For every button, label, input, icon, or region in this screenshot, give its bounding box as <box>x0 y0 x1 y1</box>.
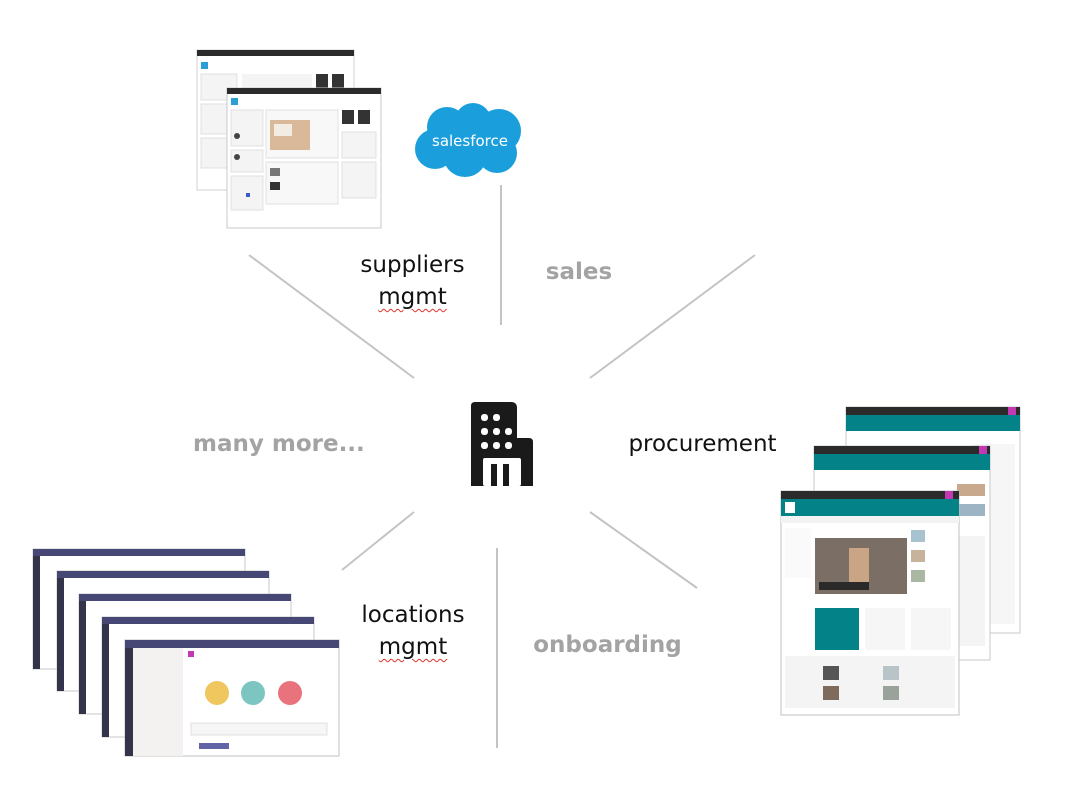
label-suppliers-line1: suppliers <box>360 252 465 278</box>
label-procurement: procurement <box>628 431 777 457</box>
office-building-icon <box>471 402 533 486</box>
portal-window-front <box>226 87 382 229</box>
label-locations-line1: locations <box>361 602 465 628</box>
label-suppliers-mgmt: suppliers mgmt <box>345 249 480 313</box>
spoke-top-right <box>589 254 756 379</box>
label-sales: sales <box>545 259 613 285</box>
label-suppliers-line2: mgmt <box>345 281 480 313</box>
label-many-more: many more... <box>193 431 365 457</box>
salesforce-logo: salesforce <box>415 103 521 177</box>
spoke-bottom-left <box>341 511 415 571</box>
teams-window-5 <box>124 639 340 757</box>
spoke-bottom-right <box>589 511 698 589</box>
spoke-top-left <box>248 254 415 379</box>
label-locations-mgmt: locations mgmt <box>347 599 479 663</box>
label-locations-mgmt-text: mgmt <box>378 634 448 660</box>
locations-teams-screenshots <box>32 548 340 757</box>
label-onboarding: onboarding <box>533 632 682 658</box>
sharepoint-window-1 <box>780 490 960 716</box>
procurement-sharepoint-screenshots <box>780 406 1021 716</box>
label-locations-line2: mgmt <box>347 631 479 663</box>
suppliers-portal-screenshots <box>196 49 382 229</box>
label-suppliers-mgmt-text: mgmt <box>378 284 447 310</box>
salesforce-logo-text: salesforce <box>432 132 508 150</box>
